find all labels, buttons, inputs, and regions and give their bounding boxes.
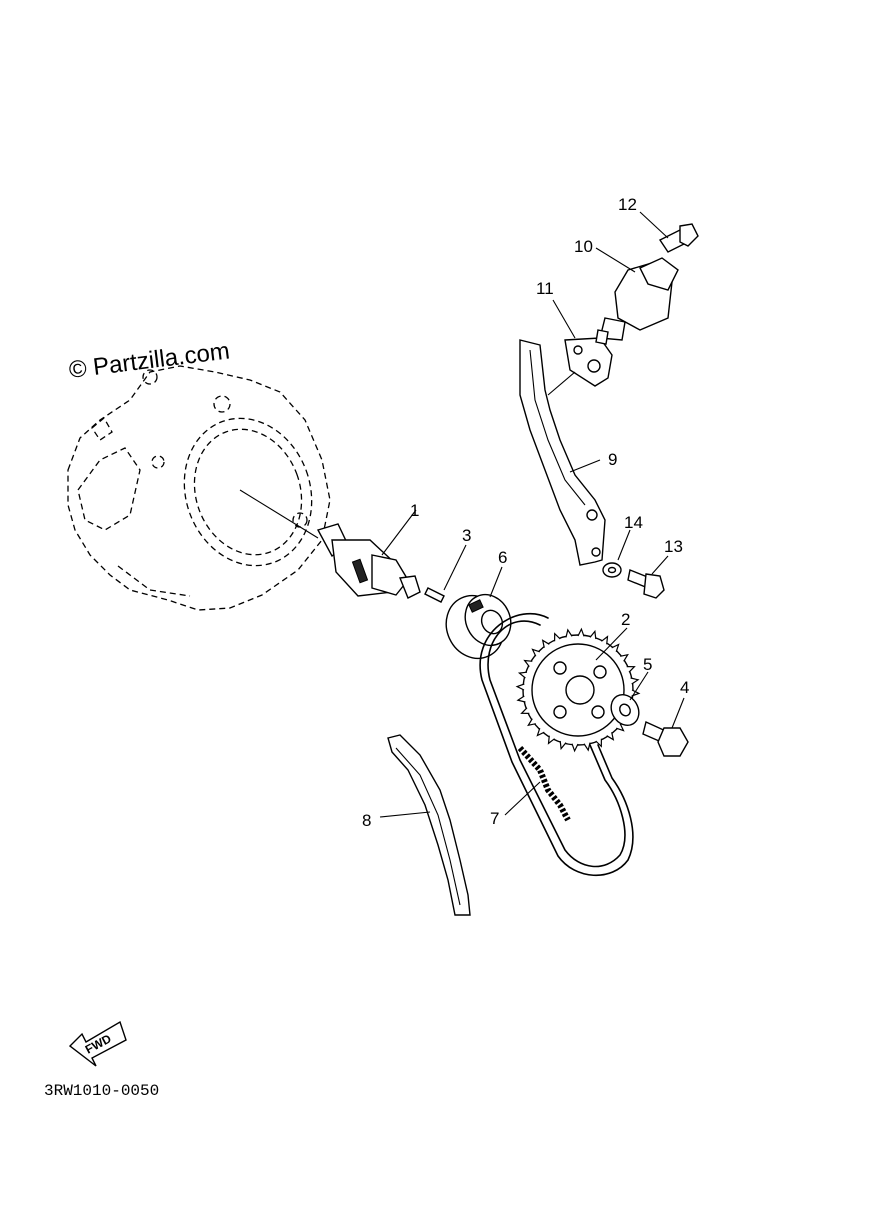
callout-2: 2 bbox=[621, 610, 630, 629]
callout-1: 1 bbox=[410, 501, 419, 520]
sprocket-tooth bbox=[515, 683, 525, 691]
sprocket-tooth bbox=[571, 743, 579, 753]
guide-bolt bbox=[627, 569, 665, 599]
chain-tensioner bbox=[595, 257, 679, 345]
callout-5: 5 bbox=[643, 655, 652, 674]
sprocket-tooth bbox=[611, 643, 620, 652]
cylinder-head bbox=[67, 365, 331, 611]
callout-6: 6 bbox=[498, 548, 507, 567]
sprocket-tooth bbox=[559, 740, 567, 751]
sprocket-tooth bbox=[583, 742, 591, 752]
sprocket-tooth bbox=[523, 659, 533, 667]
sprocket-tooth bbox=[520, 707, 530, 714]
sprocket-tooth bbox=[616, 723, 625, 732]
diagram-code: 3RW1010-0050 bbox=[44, 1082, 159, 1100]
sprocket-tooth bbox=[527, 718, 536, 727]
sprocket-tooth bbox=[606, 732, 615, 741]
callout-10: 10 bbox=[574, 237, 593, 256]
sprocket-tooth bbox=[565, 628, 573, 638]
watermark-text: © Partzilla.com bbox=[67, 337, 231, 384]
sprocket-tooth bbox=[589, 629, 597, 640]
callout-7: 7 bbox=[490, 809, 499, 828]
sprocket-tooth bbox=[630, 677, 640, 685]
chain-guide bbox=[387, 734, 471, 916]
sprocket-tooth bbox=[531, 648, 540, 657]
callout-9: 9 bbox=[608, 450, 617, 469]
leader-lines bbox=[379, 211, 685, 818]
dowel-pin bbox=[424, 587, 445, 603]
tensioner-bolt bbox=[658, 223, 699, 253]
sprocket-tooth bbox=[516, 695, 526, 703]
callout-3: 3 bbox=[462, 526, 471, 545]
sprocket-tooth bbox=[626, 666, 636, 673]
cam-plate bbox=[445, 593, 512, 660]
callouts: 1 3 6 2 5 4 7 8 9 10 11 12 13 14 bbox=[362, 195, 689, 830]
callout-8: 8 bbox=[362, 811, 371, 830]
sprocket-tooth bbox=[601, 635, 609, 645]
callout-12: 12 bbox=[618, 195, 637, 214]
sprocket-tooth bbox=[517, 671, 528, 679]
sprocket-tooth bbox=[595, 738, 602, 748]
callout-11: 11 bbox=[536, 279, 554, 298]
cam-sprocket bbox=[515, 627, 641, 753]
camshaft bbox=[316, 523, 421, 599]
fwd-arrow-icon: FWD bbox=[68, 1020, 127, 1067]
sprocket-tooth bbox=[541, 639, 550, 648]
sprocket-tooth bbox=[554, 632, 561, 642]
washer bbox=[610, 693, 640, 727]
callout-14: 14 bbox=[624, 513, 643, 532]
cam-chain-loop bbox=[479, 612, 634, 877]
sprocket-tooth bbox=[620, 653, 629, 662]
tensioner-guide bbox=[519, 339, 606, 566]
cam-chain bbox=[517, 745, 571, 822]
leader-head bbox=[239, 489, 319, 539]
sprocket-tooth bbox=[536, 728, 545, 737]
callout-13: 13 bbox=[664, 537, 683, 556]
tensioner-gasket bbox=[564, 337, 613, 387]
small-washer bbox=[602, 562, 622, 578]
sprocket-bolt bbox=[642, 721, 689, 757]
sprocket-tooth bbox=[547, 735, 555, 745]
callout-4: 4 bbox=[680, 678, 689, 697]
sprocket-tooth bbox=[577, 627, 585, 637]
